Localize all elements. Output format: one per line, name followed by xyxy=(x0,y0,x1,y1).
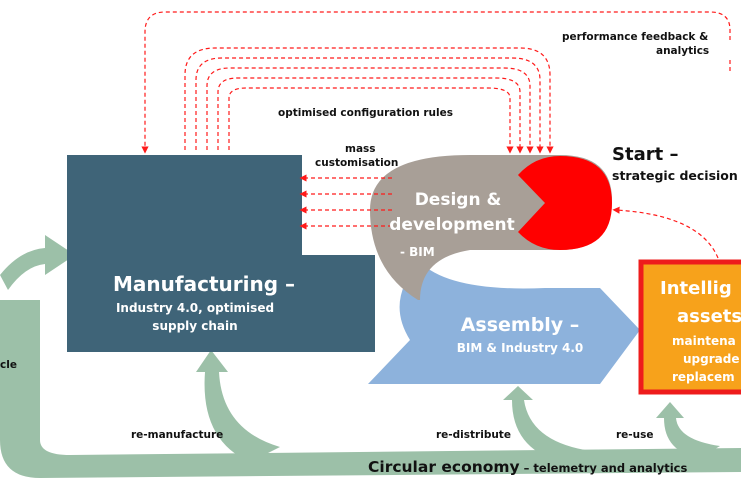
assembly-sub: BIM & Industry 4.0 xyxy=(457,341,584,355)
reuse-label: re-use xyxy=(616,429,654,441)
optimised-config-label: optimised configuration rules xyxy=(278,107,453,119)
assembly-title: Assembly – xyxy=(461,314,580,336)
reuse-arrow xyxy=(656,402,720,458)
intelligent-sub-1: maintena xyxy=(672,334,736,348)
config-arc-5 xyxy=(228,87,514,154)
manufacturing-sub-2: supply chain xyxy=(152,319,237,333)
config-arc-1 xyxy=(184,47,554,154)
config-arc-3 xyxy=(206,67,534,154)
left-cycle-arrow xyxy=(0,235,75,290)
assets-to-start-arrow xyxy=(612,206,719,259)
start-title: Start – xyxy=(612,144,678,165)
intelligent-title-1: Intellig xyxy=(660,278,732,299)
intelligent-sub-2: upgrade xyxy=(683,352,739,366)
feedback-arrows xyxy=(141,11,731,259)
config-arc-2 xyxy=(195,57,544,154)
config-arc-4 xyxy=(217,77,524,154)
redistribute-label: re-distribute xyxy=(436,429,511,441)
performance-feedback-label-2: analytics xyxy=(656,45,709,57)
design-sub: - BIM xyxy=(400,245,435,259)
design-title-1: Design & xyxy=(415,190,502,210)
customisation-label: customisation xyxy=(315,157,398,169)
cycle-fragment-label: cle xyxy=(0,359,17,371)
manufacturing-sub-1: Industry 4.0, optimised xyxy=(116,301,274,315)
circular-band xyxy=(0,300,741,478)
circular-economy-title: Circular economy – telemetry and analyti… xyxy=(368,458,687,476)
redistribute-arrow xyxy=(503,386,585,462)
start-shape xyxy=(518,156,612,250)
assembly-chevron xyxy=(368,262,640,384)
performance-feedback-label-1: performance feedback & xyxy=(562,31,708,43)
remanufacture-label: re-manufacture xyxy=(131,429,223,441)
manufacturing-title: Manufacturing – xyxy=(113,272,295,296)
design-title-2: development xyxy=(389,215,514,235)
start-subtitle: strategic decision xyxy=(612,168,738,183)
performance-feedback-loop xyxy=(141,11,731,154)
intelligent-title-2: assets xyxy=(677,306,741,327)
remanufacture-arrow xyxy=(196,350,280,462)
intelligent-sub-3: replacem xyxy=(672,370,735,384)
mass-label: mass xyxy=(345,143,376,155)
manufacturing-block xyxy=(67,155,375,352)
circular-economy-arrows xyxy=(0,235,741,478)
intelligent-assets-box xyxy=(638,259,741,395)
